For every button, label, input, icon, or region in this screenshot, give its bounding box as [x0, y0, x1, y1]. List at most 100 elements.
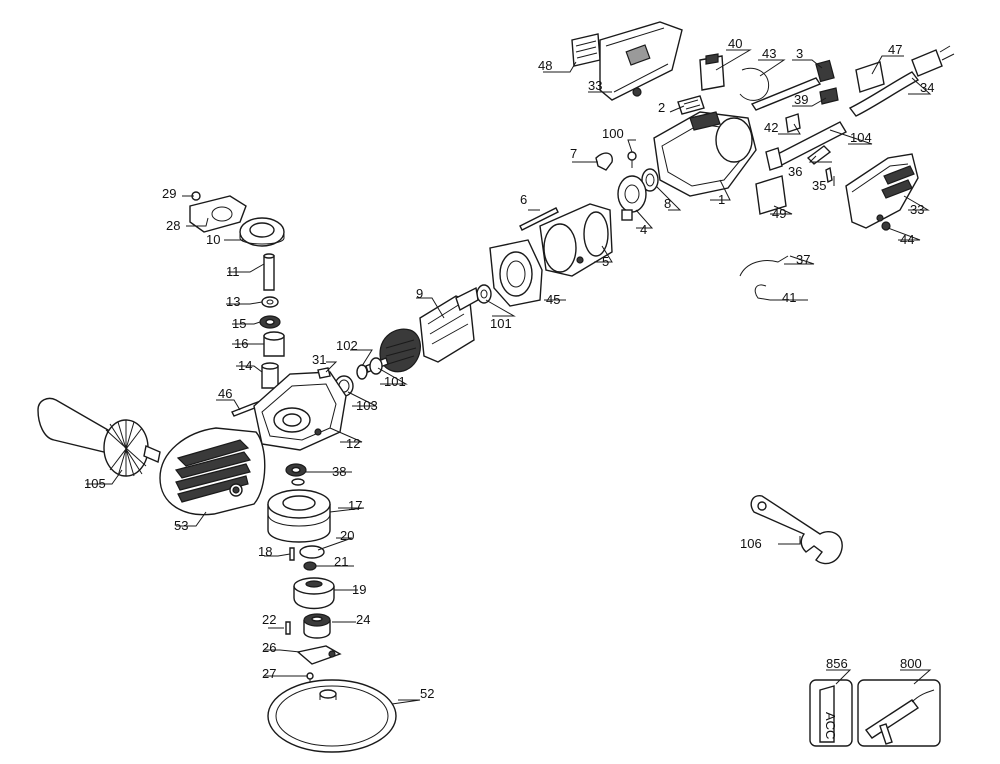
callout-46: 46 — [218, 386, 232, 401]
callout-14: 14 — [238, 358, 252, 373]
part-12-gear-case — [253, 371, 347, 451]
callout-101-upper: 101 — [490, 316, 512, 331]
accessory-box-856: ACC — [809, 679, 853, 747]
part-49-label — [755, 175, 787, 215]
callout-33-top: 33 — [588, 78, 602, 93]
part-1-motor-housing — [653, 111, 757, 197]
part-41-spring — [754, 284, 771, 301]
callout-7: 7 — [570, 146, 577, 161]
part-38-bearing — [285, 463, 307, 486]
part-11-spindle — [263, 253, 275, 291]
part-4-brush-holder — [617, 175, 647, 221]
part-16-bushing — [263, 331, 285, 357]
callout-34: 34 — [920, 80, 934, 95]
callout-19: 19 — [352, 582, 366, 597]
part-43-clip — [739, 67, 770, 101]
part-15-bearing — [259, 315, 281, 329]
part-2-trigger — [677, 95, 705, 115]
callout-3: 3 — [796, 46, 803, 61]
callout-45: 45 — [546, 292, 560, 307]
part-26-lock-plate — [296, 645, 342, 665]
callout-102: 102 — [336, 338, 358, 353]
callout-39: 39 — [794, 92, 808, 107]
callout-8: 8 — [664, 196, 671, 211]
part-102-ring — [356, 364, 368, 380]
part-9-armature — [365, 286, 479, 373]
part-17-gear — [267, 489, 331, 543]
callout-27: 27 — [262, 666, 276, 681]
part-40-switch — [699, 53, 725, 91]
callout-53: 53 — [174, 518, 188, 533]
part-106-wrench — [750, 495, 843, 565]
callout-1: 1 — [718, 192, 725, 207]
callout-10: 10 — [206, 232, 220, 247]
part-20-washer — [299, 545, 325, 559]
part-18-pin — [289, 547, 295, 561]
callout-17: 17 — [348, 498, 362, 513]
part-104-cord-guard — [765, 121, 847, 171]
callout-26: 26 — [262, 640, 276, 655]
callout-5: 5 — [602, 254, 609, 269]
part-48-label — [571, 33, 601, 67]
part-8-bearing — [641, 168, 659, 192]
callout-800: 800 — [900, 656, 922, 671]
part-105-side-handle — [37, 397, 161, 477]
callout-2: 2 — [658, 100, 665, 115]
callout-40: 40 — [728, 36, 742, 51]
part-21-nut — [303, 561, 317, 571]
callout-106: 106 — [740, 536, 762, 551]
callout-49: 49 — [772, 206, 786, 221]
part-34-cord — [848, 45, 955, 117]
part-35-screw — [825, 166, 833, 184]
leader-lines — [86, 49, 932, 705]
callout-4: 4 — [640, 222, 647, 237]
part-39-lock — [819, 87, 839, 105]
part-37-spring — [739, 255, 789, 277]
callout-29: 29 — [162, 186, 176, 201]
accessory-box-800 — [857, 679, 941, 747]
callout-20: 20 — [340, 528, 354, 543]
callout-9: 9 — [416, 286, 423, 301]
callout-36: 36 — [788, 164, 802, 179]
part-19-flange — [293, 577, 335, 610]
accessory-acc-text: ACC — [823, 712, 838, 739]
part-52-backing-pad — [267, 679, 397, 753]
part-33-housing-bottom — [845, 153, 919, 229]
callout-41: 41 — [782, 290, 796, 305]
callout-21: 21 — [334, 554, 348, 569]
part-6-screw — [519, 207, 559, 231]
callout-100: 100 — [602, 126, 624, 141]
callout-6: 6 — [520, 192, 527, 207]
part-42-clamp — [785, 113, 801, 133]
part-100-screw — [627, 151, 637, 168]
callout-37: 37 — [796, 252, 810, 267]
callout-101-lower: 101 — [384, 374, 406, 389]
callout-105: 105 — [84, 476, 106, 491]
callout-42: 42 — [764, 120, 778, 135]
part-10-gear — [239, 217, 285, 247]
part-28-cover-plate — [189, 195, 247, 233]
callout-47: 47 — [888, 42, 902, 57]
part-24-adapter — [303, 613, 331, 639]
callout-43: 43 — [762, 46, 776, 61]
callout-11: 11 — [226, 264, 240, 279]
part-22-pin — [285, 621, 291, 635]
callout-38: 38 — [332, 464, 346, 479]
callout-33-bottom: 33 — [910, 202, 924, 217]
callout-48: 48 — [538, 58, 552, 73]
callout-18: 18 — [258, 544, 272, 559]
callout-28: 28 — [166, 218, 180, 233]
part-101-bearing-upper — [476, 284, 492, 304]
part-53-gear-cover — [159, 427, 266, 516]
part-14-sleeve — [261, 362, 279, 389]
callout-22: 22 — [262, 612, 276, 627]
callout-12: 12 — [346, 436, 360, 451]
callout-104: 104 — [850, 130, 872, 145]
callout-16: 16 — [234, 336, 248, 351]
callout-13: 13 — [226, 294, 240, 309]
part-47-label — [855, 61, 885, 93]
callout-31: 31 — [312, 352, 326, 367]
part-13-washer — [261, 296, 279, 308]
callout-15: 15 — [232, 316, 246, 331]
